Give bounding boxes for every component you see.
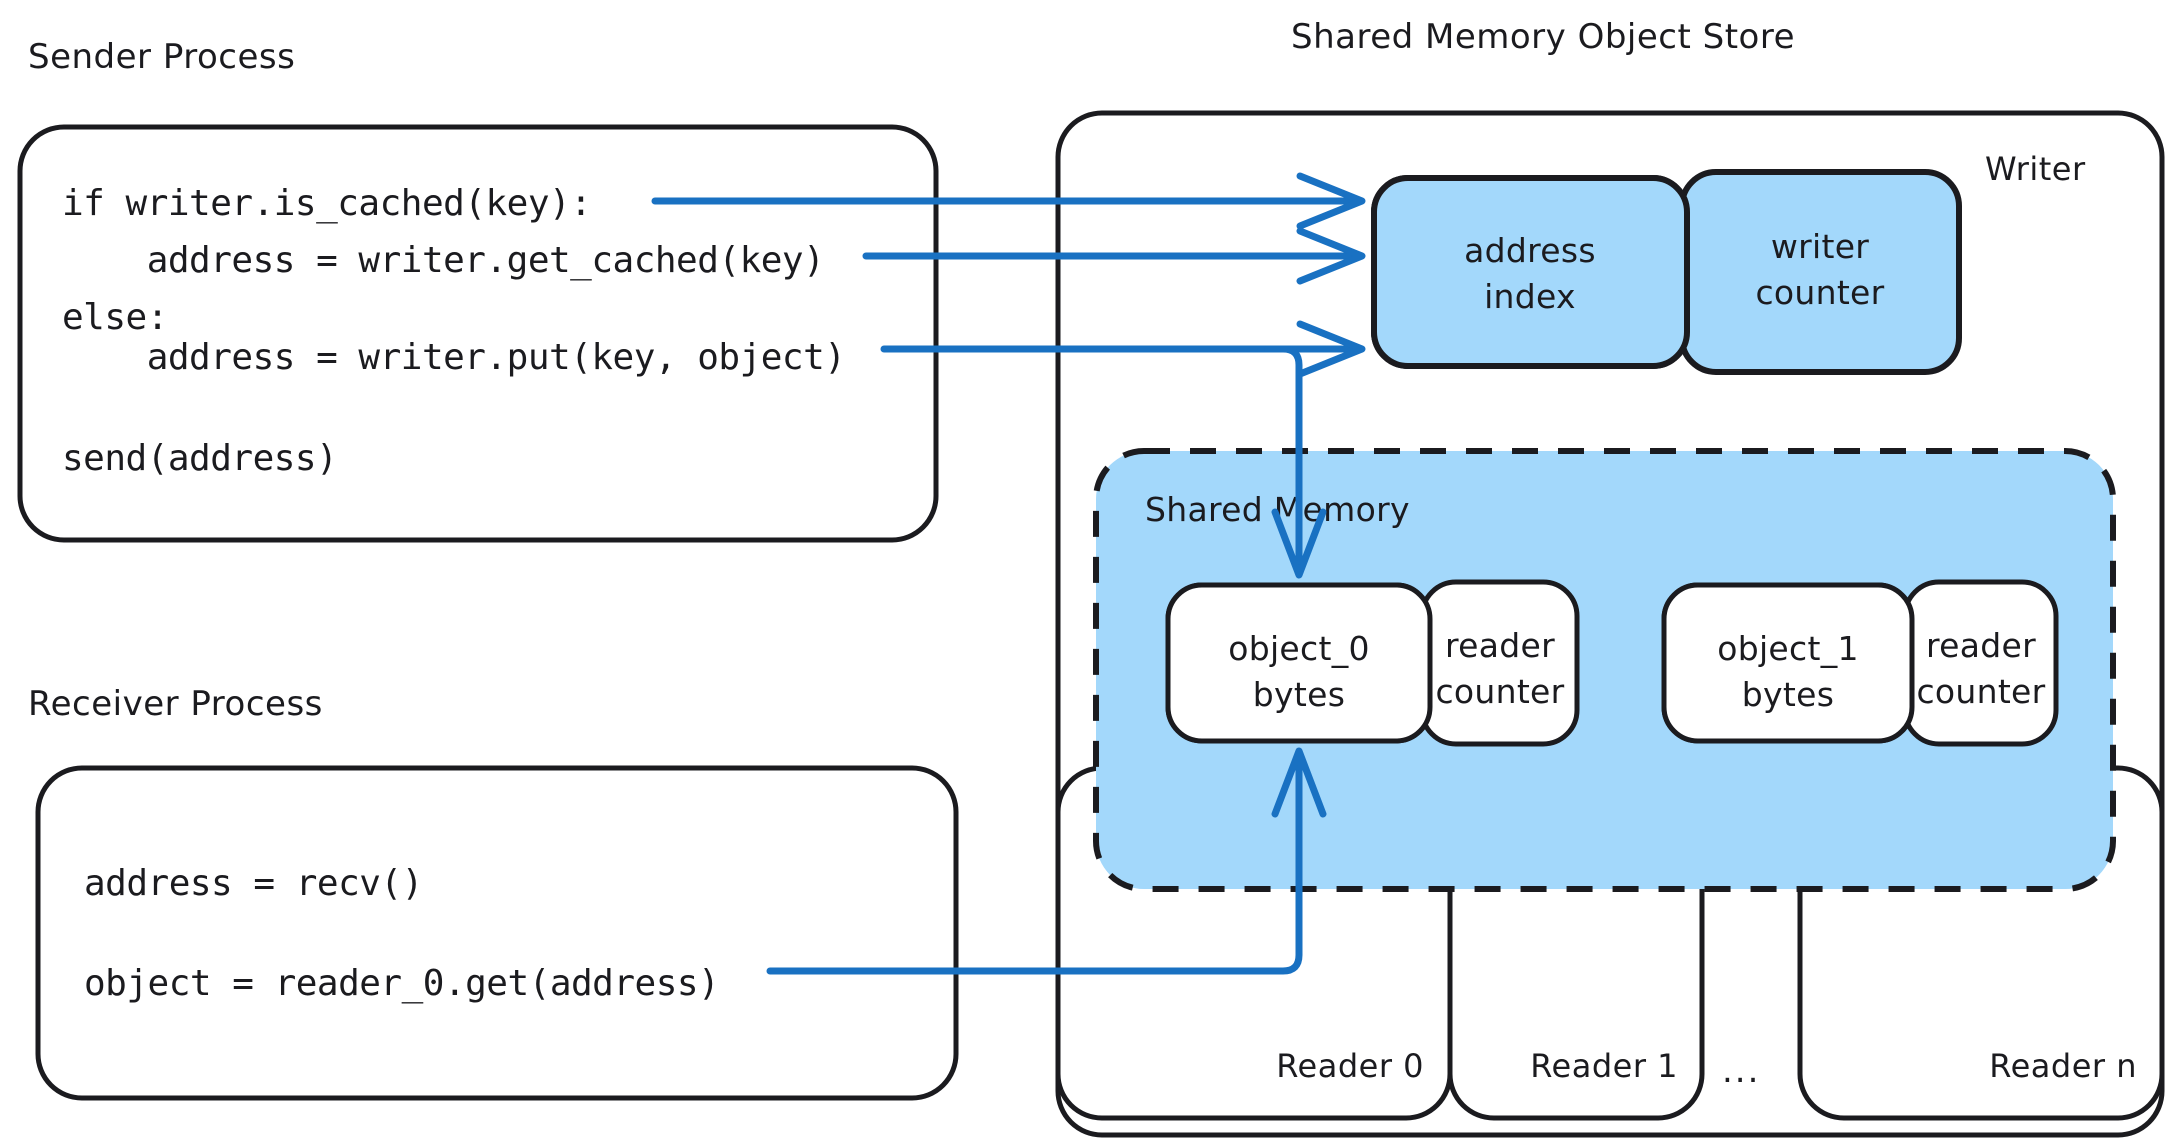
object-store-box bbox=[1055, 110, 2165, 1138]
receiver-process-box bbox=[35, 765, 959, 1101]
object-1-counter-label-line-0: reader bbox=[1926, 626, 2036, 665]
reader-0-label: Reader 0 bbox=[1276, 1047, 1424, 1085]
address-index-box-outline bbox=[1371, 175, 1690, 369]
object-store-title: Shared Memory Object Store bbox=[1291, 17, 1795, 57]
object-1-counter-label-line-1: counter bbox=[1916, 672, 2045, 711]
object-0-label-line-1: bytes bbox=[1253, 675, 1345, 714]
writer-label: Writer bbox=[1985, 150, 2086, 188]
arrow-is-cached-to-index bbox=[651, 172, 1366, 230]
readers-ellipsis-label: ... bbox=[1722, 1051, 1760, 1091]
sender-code-line-4: send(address) bbox=[62, 438, 337, 479]
address-index-label-line-0: address bbox=[1464, 231, 1596, 270]
receiver-code-line-1: object = reader_0.get(address) bbox=[84, 963, 719, 1004]
object-0-label-line-0: object_0 bbox=[1228, 629, 1370, 668]
object-0-counter-label-line-1: counter bbox=[1435, 672, 1564, 711]
object-1-bytes-box-outline bbox=[1661, 582, 1915, 744]
address-index-label-line-1: index bbox=[1484, 277, 1576, 316]
arrow-put-to-shared-memory bbox=[1264, 345, 1327, 579]
reader-n-label: Reader n bbox=[1989, 1047, 2137, 1085]
sender-code-line-2: else: bbox=[62, 297, 168, 338]
writer-counter-label-line-1: counter bbox=[1755, 273, 1884, 312]
object-1-label-line-0: object_1 bbox=[1717, 629, 1859, 668]
object-0-counter-label-line-0: reader bbox=[1445, 626, 1555, 665]
sender-code-line-1: address = writer.get_cached(key) bbox=[62, 240, 824, 281]
object-0-bytes-box-outline bbox=[1165, 582, 1433, 744]
receiver-process-title: Receiver Process bbox=[28, 684, 323, 724]
writer-counter-box bbox=[1679, 169, 1962, 375]
sender-code-line-3: address = writer.put(key, object) bbox=[62, 337, 845, 378]
reader-1-label: Reader 1 bbox=[1530, 1047, 1678, 1085]
writer-counter-label-line-0: writer bbox=[1771, 227, 1869, 266]
receiver-code-line-0: address = recv() bbox=[84, 863, 423, 904]
shared-memory-region bbox=[1093, 448, 2116, 892]
sender-process-box bbox=[17, 124, 939, 543]
sender-process-title: Sender Process bbox=[28, 37, 295, 77]
object-1-label-line-1: bytes bbox=[1742, 675, 1834, 714]
sender-code-line-0: if writer.is_cached(key): bbox=[62, 183, 591, 224]
arrow-reader-get-to-object-0 bbox=[766, 747, 1327, 975]
arrow-get-cached-to-index bbox=[862, 227, 1366, 285]
